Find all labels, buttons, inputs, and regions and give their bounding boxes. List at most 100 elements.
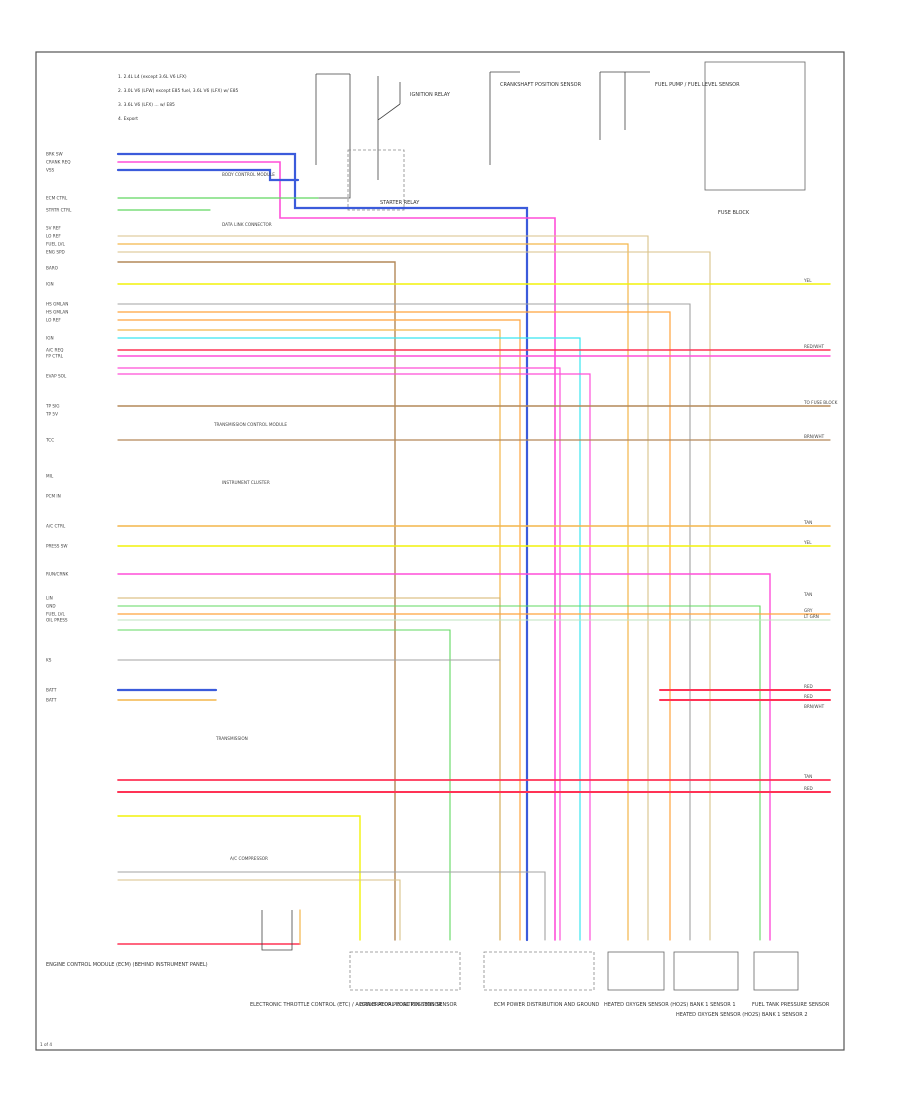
ignition-relay-label: IGNITION RELAY [410,92,451,98]
inline-note-transmission: TRANSMISSION [215,736,248,741]
pin-label: VSS [46,168,55,173]
bottom-label-ho2s-2: HEATED OXYGEN SENSOR (HO2S) BANK 1 SENSO… [676,1012,808,1018]
pin-label: IGN [46,336,54,341]
right-wire-label: YEL [803,278,812,283]
inline-notes: BODY CONTROL MODULE DATA LINK CONNECTOR … [213,172,287,861]
right-wire-label: LT GRN [804,614,819,619]
wire [116,168,300,182]
pin-label: FUEL LVL [46,242,66,247]
bottom-label-fuel-tank: FUEL TANK PRESSURE SENSOR [752,1002,830,1008]
ho2s-1-box [607,951,665,991]
bottom-label-etc: ELECTRONIC THROTTLE CONTROL (ETC) / ACCE… [250,1002,457,1008]
wire [117,573,771,941]
right-wire-label: BRN/WHT [804,704,825,709]
wire [117,161,556,941]
pin-label: PRESS SW [46,544,68,549]
relay-housing [315,73,351,199]
fuel-pump-label: FUEL PUMP / FUEL LEVEL SENSOR [655,82,740,88]
pin-label: KS [46,658,52,663]
right-wire-label: RED/WHT [804,344,824,349]
ecm-label: ENGINE CONTROL MODULE (ECM) (BEHIND INST… [46,962,208,968]
right-wire-label: RED [804,786,813,791]
crankshaft-sensor-label: CRANKSHAFT POSITION SENSOR [500,82,582,88]
right-wire-label: YEL [803,540,812,545]
wire [117,605,761,941]
page-reference: 1 of 4 [40,1042,52,1047]
bottom-components: ELECTRONIC THROTTLE CONTROL (ETC) / ACCE… [250,910,830,1018]
pin-label: IGN [46,282,54,287]
right-wire-label: TAN [803,774,812,779]
wire [116,152,529,942]
inline-note-tcm: TRANSMISSION CONTROL MODULE [213,422,287,427]
pin-label: A/C CTRL [46,524,66,529]
inline-note-bcm: BODY CONTROL MODULE [222,172,275,177]
pin-label: TP SIG [45,404,60,409]
wire [117,629,451,941]
pin-label: PCM IN [46,494,61,499]
power-ground-box [483,951,595,991]
fuel-tank-sensor-box [753,951,799,991]
wire [117,303,691,941]
right-wire-label: RED [804,684,813,689]
right-wire-label: TAN [803,520,812,525]
wire [117,871,546,941]
wire [117,261,396,941]
pin-label: EVAP SOL [46,374,67,379]
wire-group [116,152,831,945]
pin-label: MIL [46,474,54,479]
right-wire-label: RED [804,694,813,699]
right-wire-label: TO FUSE BLOCK [803,400,838,405]
bottom-label-ho2s-1: HEATED OXYGEN SENSOR (HO2S) BANK 1 SENSO… [604,1002,736,1008]
bottom-label-brake: BRAKE PEDAL POSITION SENSOR [360,1002,442,1008]
starter-relay-label: STARTER RELAY [380,200,420,206]
pin-label: 5V REF [46,226,61,231]
inline-note-cluster: INSTRUMENT CLUSTER [222,480,270,485]
brake-sensor-box [349,951,461,991]
right-wire-label: BRN/WHT [804,434,825,439]
pin-label: BATT [46,698,57,703]
pin-label-group: BRK SW CRANK REQ VSS ECM CTRL STRTR CTRL 5V R… [45,152,72,703]
pin-label: HS GMLAN [46,310,68,315]
pin-label: ECM CTRL [46,196,68,201]
pin-label: BRK SW [46,152,63,157]
pin-label: LO REF [46,234,61,239]
ecm-label-group: ENGINE CONTROL MODULE (ECM) (BEHIND INST… [46,962,208,968]
pin-label: HS GMLAN [46,302,68,307]
etc-connector [261,910,293,951]
fuse-block-label: FUSE BLOCK [718,210,750,216]
top-components: IGNITION RELAY STARTER RELAY CRANKSHAFT … [315,61,806,216]
pin-label: LO REF [46,318,61,323]
pin-label: CRANK REQ [46,160,71,165]
crankshaft-sensor-lead [489,71,520,165]
wire [117,367,561,941]
legend-line-2: 2. 3.0L V6 (LFW) except E85 fuel, 3.6L V… [118,88,239,94]
wire [117,251,711,941]
bottom-label-power: ECM POWER DISTRIBUTION AND GROUND [494,1002,599,1008]
fuel-pump-leads [599,71,650,140]
pin-label: TCC [45,438,54,443]
relay-connector [347,149,405,211]
pin-label: BARO [46,266,59,271]
legend-line-1: 1. 2.4L L4 (except 3.6L V6 LFX) [118,74,187,80]
wire [117,337,581,941]
inline-note-dlc: DATA LINK CONNECTOR [222,222,272,227]
pin-label: TP 5V [45,412,58,417]
diagram-frame [35,51,845,1051]
pin-label: FUEL LVL [46,612,66,617]
pin-label: LIN [46,596,53,601]
wire [117,373,591,941]
pin-label: STRTR CTRL [46,208,72,213]
pin-label: FP CTRL [46,354,64,359]
wire [117,597,501,941]
pin-label: GND [46,604,56,609]
legend-line-3: 3. 3.6L V6 (LFX) ... w/ E85 [118,102,175,108]
wire [117,815,361,941]
wire [117,319,521,941]
wire [117,243,629,941]
pin-label: OIL PRESS [46,618,68,623]
right-wire-label: TAN [803,592,812,597]
pin-label: BATT [46,688,57,693]
fuse-block-box [704,61,806,191]
